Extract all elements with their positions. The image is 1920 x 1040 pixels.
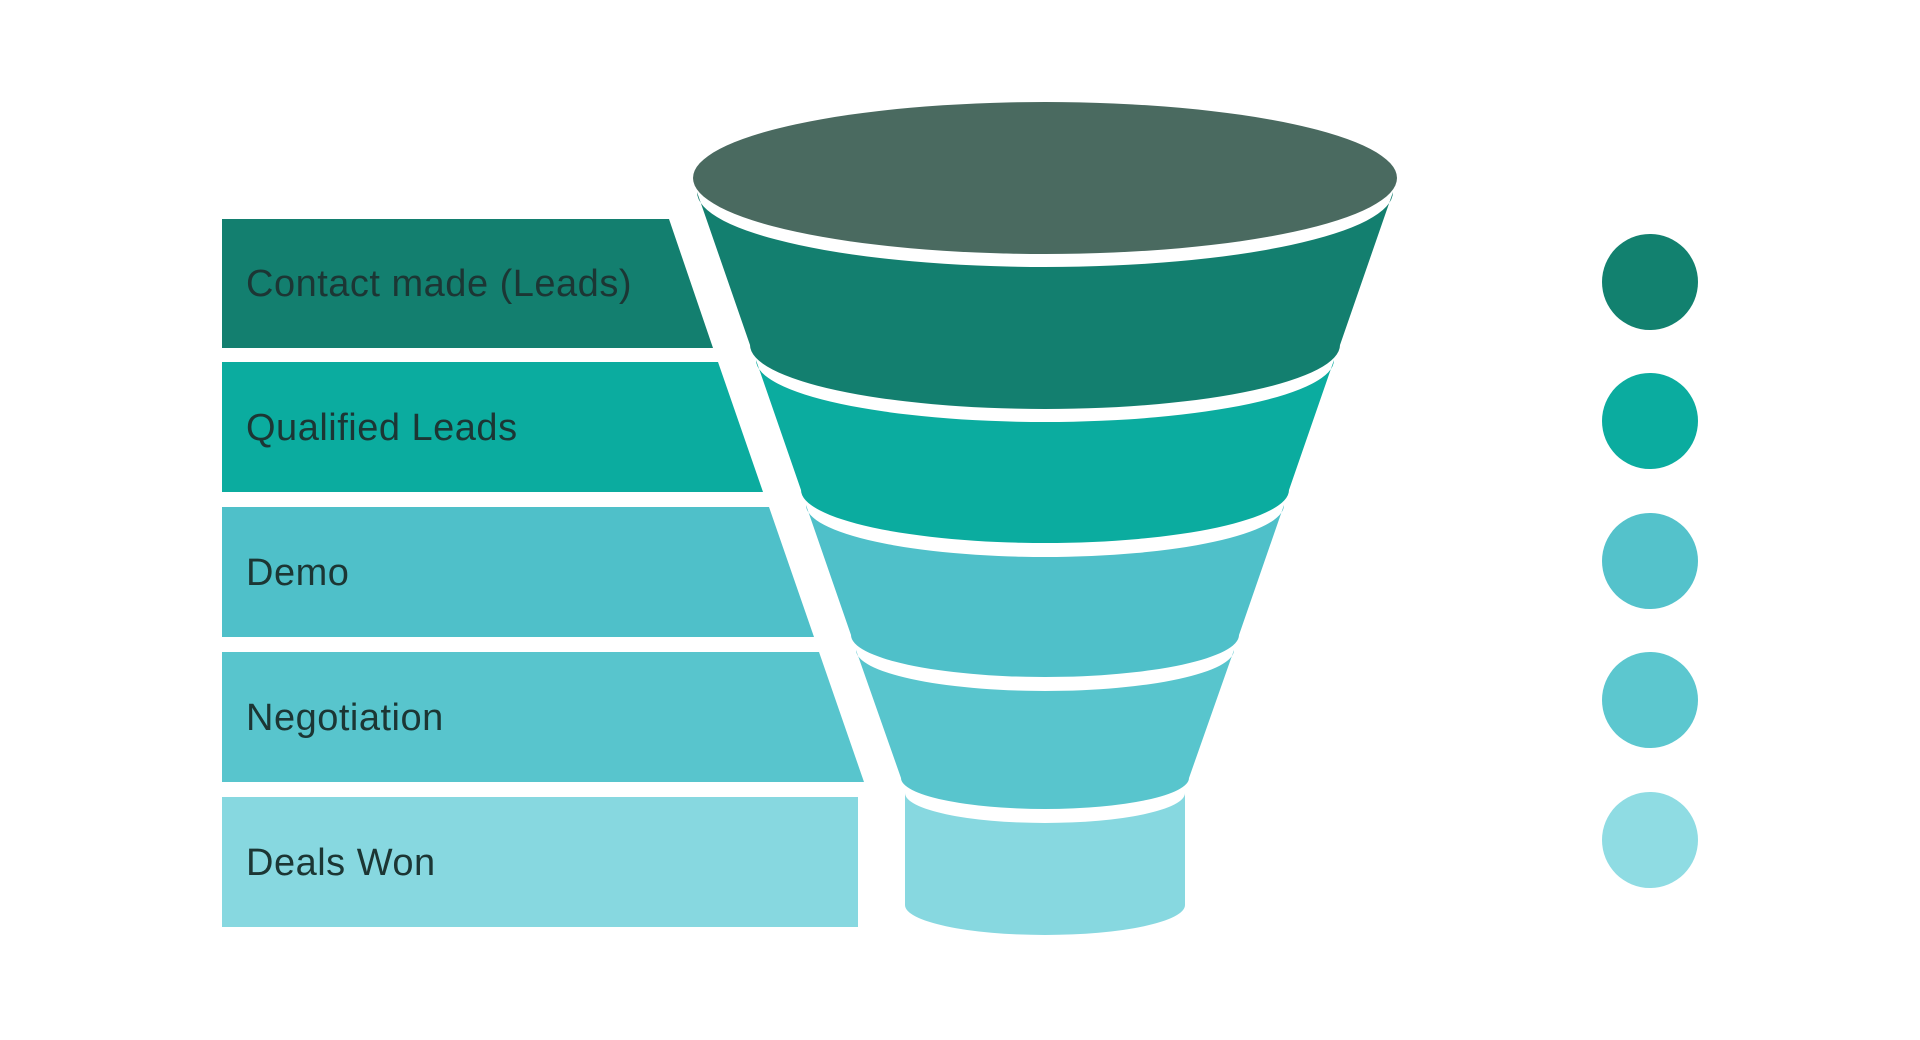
legend-dot-demo [1602,513,1698,609]
funnel-3d [693,102,1397,935]
stage-label-deals-won: Deals Won [246,842,436,884]
stage-bar-demo [222,507,814,637]
stage-bar-qualified-leads [222,362,763,492]
funnel-band-contact-made [697,192,1393,409]
stage-bar-deals-won [222,797,858,927]
legend-dot-contact-made [1602,234,1698,330]
stage-label-qualified-leads: Qualified Leads [246,407,518,449]
funnel-band-negotiation [856,650,1234,809]
stage-labels: Contact made (Leads) Qualified Leads Dem… [246,263,632,884]
stage-label-negotiation: Negotiation [246,697,444,739]
funnel-band-qualified-leads [756,360,1334,543]
stage-bar-negotiation [222,652,864,782]
stage-label-demo: Demo [246,552,349,594]
funnel-top-opening [693,102,1397,254]
legend-dot-qualified-leads [1602,373,1698,469]
stage-label-contact-made: Contact made (Leads) [246,263,632,305]
legend-dots [1602,234,1698,888]
funnel-band-demo [806,505,1284,677]
stage-bar-contact-made [222,219,713,348]
legend-dot-deals-won [1602,792,1698,888]
legend-dot-negotiation [1602,652,1698,748]
funnel-spout-deals-won [905,793,1185,935]
stage-bars [222,219,864,927]
